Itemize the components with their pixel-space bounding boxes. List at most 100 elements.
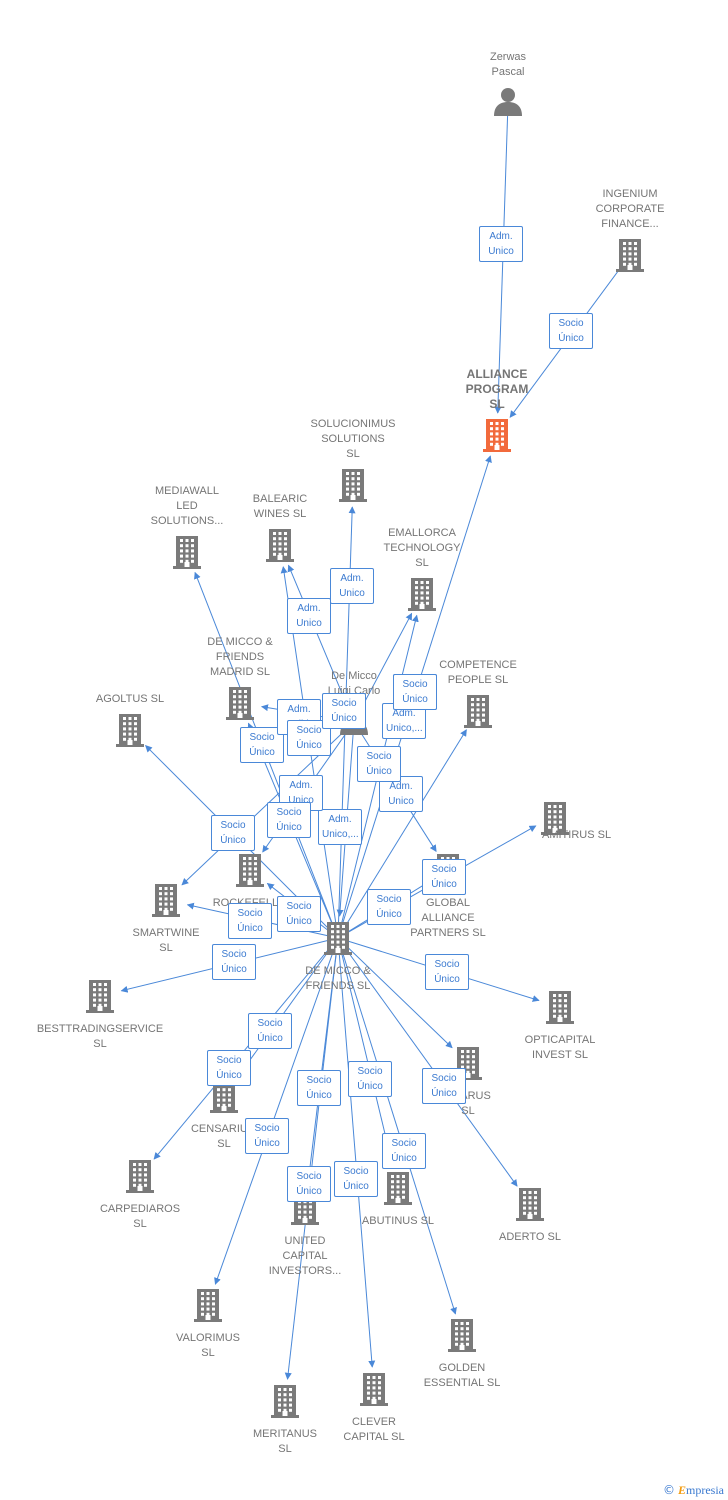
role-label: Socio Único [287, 1166, 331, 1202]
role-label: Socio Único [425, 954, 469, 990]
node-label: DE MICCO & FRIENDS SL [305, 965, 371, 992]
edge-demiccofriends-tarus [343, 943, 453, 1049]
edge-demiccofriends-aderto [342, 944, 518, 1187]
node-demiccomadrid[interactable]: DE MICCO & FRIENDS MADRID SL [165, 635, 315, 725]
node-solucionimus[interactable]: SOLUCIONIMUS SOLUTIONS SL [278, 417, 428, 507]
node-agoltus[interactable]: AGOLTUS SL [55, 692, 205, 752]
node-carpediaros[interactable]: CARPEDIAROS SL [65, 1159, 215, 1232]
node-zerwas[interactable]: Zerwas Pascal [433, 50, 583, 121]
node-label: VALORIMUS SL [176, 1332, 240, 1359]
role-label: Socio Único [382, 1133, 426, 1169]
building-icon [85, 979, 115, 1018]
node-label: Zerwas Pascal [489, 51, 527, 78]
role-label: Socio Único [277, 896, 321, 932]
edge-demiccofriends-meritanus [284, 945, 338, 1380]
building-icon [115, 713, 145, 752]
role-label: Socio Único [322, 693, 366, 729]
role-label: Socio Único [228, 903, 272, 939]
building-icon [209, 1079, 239, 1118]
role-label: Socio Único [207, 1050, 251, 1086]
node-united[interactable]: UNITED CAPITAL INVESTORS... [230, 1191, 380, 1279]
node-clever[interactable]: CLEVER CAPITAL SL [299, 1372, 449, 1445]
building-icon [540, 801, 570, 840]
node-label: CLEVER CAPITAL SL [343, 1416, 405, 1443]
role-label: Socio Único [334, 1161, 378, 1197]
role-label: Adm. Unico [330, 568, 374, 604]
node-label: CENSARIU... SL [190, 1123, 257, 1150]
node-label: COMPETENCE PEOPLE SL [439, 659, 517, 686]
person-icon [493, 86, 523, 121]
node-label: ABUTINUS SL [361, 1215, 435, 1227]
building-icon [235, 853, 265, 892]
node-balearic[interactable]: BALEARIC WINES SL [205, 492, 355, 567]
role-label: Socio Único [422, 1068, 466, 1104]
brand-initial: E [677, 1483, 686, 1497]
edge-demiccofriends-golden [339, 945, 457, 1315]
copyright-icon: © [662, 1483, 675, 1497]
node-mediawall[interactable]: MEDIAWALL LED SOLUTIONS... [112, 484, 262, 574]
building-icon [338, 468, 368, 507]
building-icon [265, 528, 295, 567]
node-amitirus[interactable]: AMITIRUS SL [540, 798, 611, 843]
role-label: Socio Único [267, 802, 311, 838]
edge-demiccoluigi-emallorca [357, 612, 413, 716]
role-label: Socio Único [393, 674, 437, 710]
node-opticapital[interactable]: OPTICAPITAL INVEST SL [485, 990, 635, 1063]
node-smartwine[interactable]: SMARTWINE SL [91, 883, 241, 956]
node-ingenium[interactable]: INGENIUM CORPORATE FINANCE... [555, 187, 705, 277]
node-abutinus[interactable]: ABUTINUS SL [323, 1171, 473, 1229]
role-label: Socio Único [245, 1118, 289, 1154]
node-label: ALLIANCE PROGRAM SL [465, 367, 529, 411]
building-icon [193, 1288, 223, 1327]
role-label: Socio Único [357, 746, 401, 782]
building-icon [383, 1171, 413, 1210]
node-emallorca[interactable]: EMALLORCA TECHNOLOGY SL [347, 526, 497, 616]
node-aderto[interactable]: ADERTO SL [455, 1187, 605, 1245]
edge-demiccofriends-valorimus [214, 945, 336, 1285]
node-tarus[interactable]: ...TARUS SL [393, 1046, 543, 1119]
node-label: AMITIRUS SL [542, 829, 612, 841]
node-meritanus[interactable]: MERITANUS SL [210, 1384, 360, 1457]
building-icon [463, 694, 493, 733]
node-valorimus[interactable]: VALORIMUS SL [133, 1288, 283, 1361]
role-label: Socio Único [422, 859, 466, 895]
role-label: Socio Único [367, 889, 411, 925]
role-label: Socio Único [348, 1061, 392, 1097]
edge-demiccofriends-censarius [236, 944, 334, 1079]
node-alliance[interactable]: ALLIANCE PROGRAM SL [422, 367, 572, 457]
node-label: SOLUCIONIMUS SOLUTIONS SL [310, 418, 396, 460]
node-censarius[interactable]: CENSARIU... SL [149, 1079, 299, 1152]
node-label: INGENIUM CORPORATE FINANCE... [595, 188, 665, 230]
node-competence[interactable]: COMPETENCE PEOPLE SL [403, 658, 553, 733]
role-label: Adm. Unico [287, 598, 331, 634]
building-icon [125, 1159, 155, 1198]
building-icon [615, 238, 645, 277]
role-label: Socio Único [211, 815, 255, 851]
building-icon [151, 883, 181, 922]
building-icon [225, 686, 255, 725]
node-label: BESTTRADINGSERVICE SL [36, 1023, 164, 1050]
node-label: GLOBAL ALLIANCE PARTNERS SL [410, 897, 486, 939]
node-label: MEDIAWALL LED SOLUTIONS... [150, 485, 224, 527]
role-label: Adm. Unico,... [318, 809, 362, 845]
node-golden[interactable]: GOLDEN ESSENTIAL SL [387, 1318, 537, 1391]
node-label: AGOLTUS SL [95, 693, 165, 705]
node-label: UNITED CAPITAL INVESTORS... [268, 1235, 342, 1277]
building-icon [270, 1384, 300, 1423]
node-label: MERITANUS SL [253, 1428, 317, 1455]
building-icon [515, 1187, 545, 1226]
building-icon [407, 577, 437, 616]
building-icon [359, 1372, 389, 1411]
role-label: Socio Único [297, 1070, 341, 1106]
building-icon [323, 921, 353, 960]
role-label: Socio Único [212, 944, 256, 980]
brand-name: mpresia [686, 1483, 724, 1497]
node-demiccofriends[interactable]: DE MICCO & FRIENDS SL [263, 921, 413, 994]
node-besttrading[interactable]: BESTTRADINGSERVICE SL [25, 979, 175, 1052]
role-label: Socio Único [240, 727, 284, 763]
node-label: GOLDEN ESSENTIAL SL [423, 1362, 501, 1389]
copyright: © Empresia [663, 1483, 724, 1498]
node-label: OPTICAPITAL INVEST SL [524, 1034, 596, 1061]
node-label: CARPEDIAROS SL [99, 1203, 181, 1230]
